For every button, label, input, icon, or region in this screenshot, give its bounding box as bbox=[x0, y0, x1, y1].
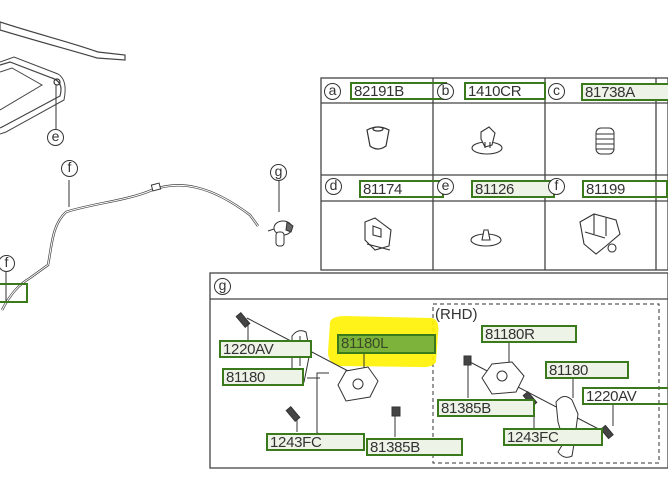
table-letter-f: f bbox=[548, 178, 565, 195]
table-letter-b: b bbox=[437, 83, 454, 100]
callout-f-lower: f bbox=[0, 255, 15, 272]
detail-letter-g: g bbox=[214, 278, 231, 295]
callout-e: e bbox=[47, 129, 64, 146]
hood-inner-panel-inner bbox=[0, 67, 43, 111]
hood-inner-panel bbox=[0, 61, 62, 129]
bumper-stop-icon bbox=[595, 127, 615, 155]
part-label-81738A[interactable]: 81738A bbox=[581, 83, 668, 101]
part-label-1243FC-rhd[interactable]: 1243FC bbox=[503, 428, 603, 446]
rhd-title: (RHD) bbox=[435, 306, 478, 323]
table-letter-a: a bbox=[324, 83, 341, 100]
part-label-81126[interactable]: 81126 bbox=[471, 180, 555, 198]
part-label-1220AV-rhd[interactable]: 1220AV bbox=[582, 387, 668, 405]
part-label-1220AV-lhd[interactable]: 1220AV bbox=[219, 340, 312, 358]
table-letter-e: e bbox=[437, 178, 454, 195]
detail-g-frame bbox=[209, 272, 668, 469]
part-label-81385B-lhd[interactable]: 81385B bbox=[366, 438, 463, 456]
retainer-clip-icon bbox=[364, 217, 392, 251]
part-label-1410CR[interactable]: 1410CR bbox=[464, 82, 546, 100]
push-pin-icon bbox=[470, 229, 502, 247]
table-letter-d: d bbox=[325, 178, 342, 195]
part-label-81199[interactable]: 81199 bbox=[582, 180, 668, 198]
parts-table-grid bbox=[320, 77, 668, 271]
part-label-82191B[interactable]: 82191B bbox=[350, 82, 447, 100]
part-label-81180R[interactable]: 81180R bbox=[481, 325, 577, 343]
hood-edge bbox=[0, 21, 126, 61]
callout-f-upper: f bbox=[61, 160, 78, 177]
bushing-icon bbox=[366, 126, 390, 150]
cable-clip-icon bbox=[579, 213, 621, 255]
callout-g: g bbox=[270, 164, 287, 181]
table-letter-c: c bbox=[548, 83, 565, 100]
latch-assembly-small bbox=[267, 220, 294, 247]
part-label-81180L-highlighted[interactable]: 81180L bbox=[337, 334, 436, 354]
clip-icon bbox=[471, 126, 503, 155]
part-label-81180-lhd[interactable]: 81180 bbox=[222, 368, 304, 386]
part-label-1243FC-lhd[interactable]: 1243FC bbox=[266, 433, 365, 451]
rhd-dashed-frame bbox=[432, 303, 660, 464]
part-label-81174[interactable]: 81174 bbox=[359, 180, 444, 198]
label-box-f-lower bbox=[0, 283, 28, 303]
part-label-81385B-rhd[interactable]: 81385B bbox=[437, 399, 535, 417]
part-label-81180-rhd[interactable]: 81180 bbox=[545, 361, 629, 379]
